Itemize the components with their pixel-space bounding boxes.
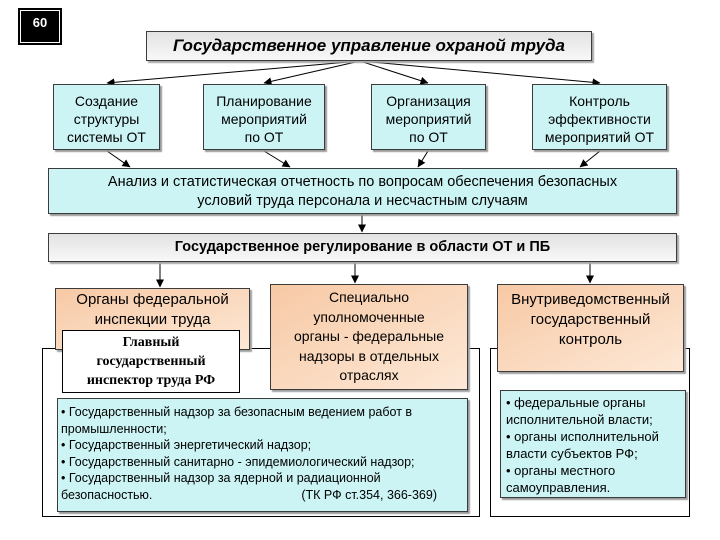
internal-control-list-box: федеральные органы исполнительной власти… xyxy=(500,390,686,498)
function-box-planning: Планирование мероприятий по ОТ xyxy=(203,84,325,150)
slide-number: 60 xyxy=(32,15,48,30)
internal-control-list: федеральные органы исполнительной власти… xyxy=(506,394,679,496)
function-label: Создание структуры системы ОТ xyxy=(67,93,146,145)
arrow-title-to-planning xyxy=(263,60,361,86)
arrow-title-to-control xyxy=(359,60,601,87)
list-item: органы исполнительной власти субъектов Р… xyxy=(506,428,679,462)
supervision-list-box: Государственный надзор за безопасным вед… xyxy=(57,398,468,512)
arrow-control-to-analysis xyxy=(579,150,601,168)
arrow-title-to-organization xyxy=(359,60,429,85)
list-item: Государственный надзор за безопасным вед… xyxy=(61,404,464,437)
function-label: Контроль эффективности мероприятий ОТ xyxy=(544,93,655,145)
list-item: органы местного самоуправления. xyxy=(506,462,679,496)
internal-control-box: Внутриведомственный государственный конт… xyxy=(497,284,684,372)
arrow-title-to-structure xyxy=(106,60,361,87)
regulation-box: Государственное регулирование в области … xyxy=(48,233,677,262)
law-reference: (ТК РФ ст.354, 366-369) xyxy=(301,487,437,502)
diagram-title: Государственное управление охраной труда xyxy=(146,31,592,61)
slide-number-badge: 60 xyxy=(18,8,62,45)
analysis-box: Анализ и статистическая отчетность по во… xyxy=(48,168,677,214)
function-label: Планирование мероприятий по ОТ xyxy=(216,93,312,145)
arrow-structure-to-analysis xyxy=(106,150,131,168)
chief-inspector-box: Главный государственный инспектор труда … xyxy=(62,330,240,393)
function-box-control: Контроль эффективности мероприятий ОТ xyxy=(532,84,667,150)
arrow-organization-to-analysis xyxy=(417,150,429,168)
function-box-structure: Создание структуры системы ОТ xyxy=(53,84,160,150)
supervision-list: Государственный надзор за безопасным вед… xyxy=(61,404,464,503)
function-box-organization: Организация мероприятий по ОТ xyxy=(371,84,486,150)
arrow-planning-to-analysis xyxy=(263,150,291,168)
special-supervision-box: Специально уполномоченные органы - федер… xyxy=(270,284,468,390)
list-item: Государственный надзор за ядерной и ради… xyxy=(61,470,464,503)
list-item: Государственный санитарно - эпидемиологи… xyxy=(61,454,464,471)
function-label: Организация мероприятий по ОТ xyxy=(385,93,472,145)
list-item: Государственный энергетический надзор; xyxy=(61,437,464,454)
list-item: федеральные органы исполнительной власти… xyxy=(506,394,679,428)
